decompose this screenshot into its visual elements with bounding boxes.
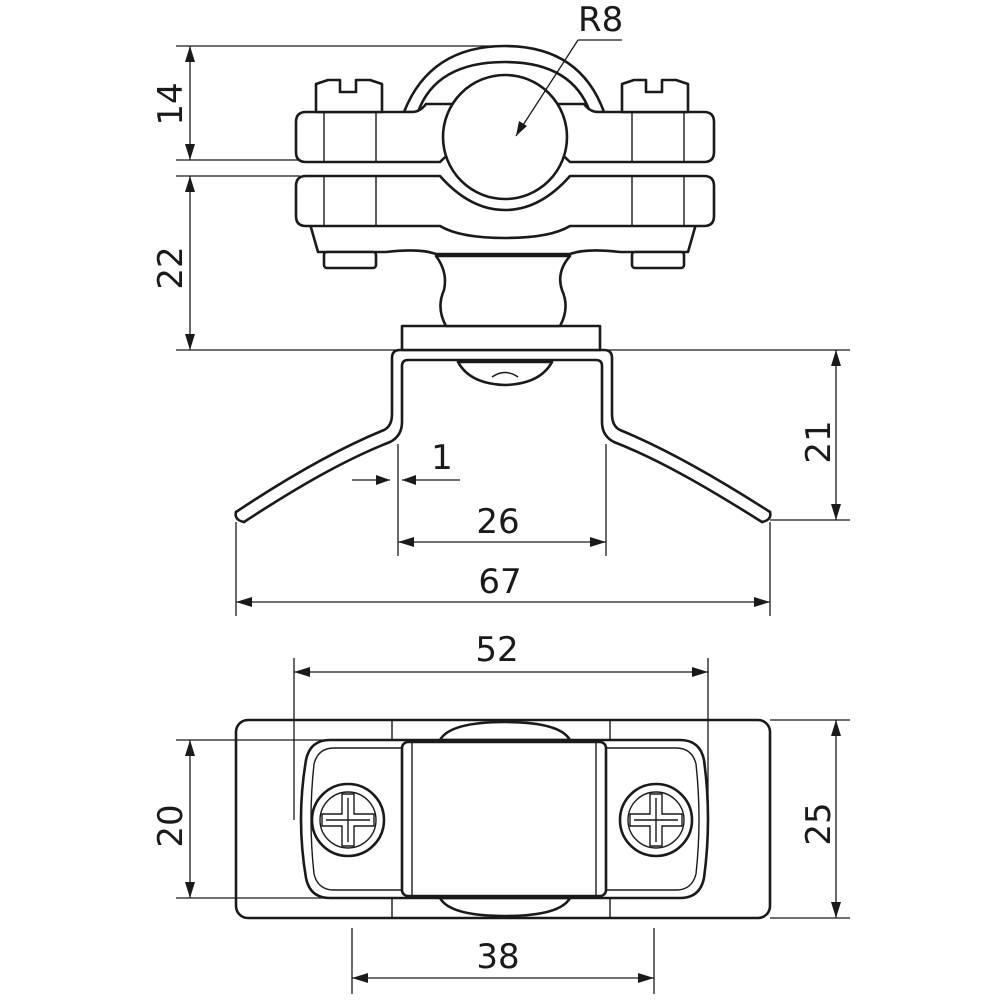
slot-length-label: 38 — [476, 937, 519, 977]
dimension-saddle-span: 67 — [235, 522, 771, 616]
dimension-base-width: 25 — [770, 719, 850, 919]
base-block — [400, 324, 602, 352]
clamp-height-label: 22 — [151, 246, 191, 289]
dimension-thickness: 1 — [352, 438, 460, 485]
saddle-height-label: 21 — [799, 420, 839, 463]
screw-right — [618, 782, 694, 858]
plate-width-label: 20 — [151, 804, 191, 847]
dimension-screw-spacing: 52 — [293, 630, 709, 820]
top-height-label: 14 — [151, 82, 191, 125]
round-neck-edge — [438, 720, 572, 742]
screw-spacing-label: 52 — [475, 630, 518, 670]
dimension-saddle-inner-width: 26 — [397, 444, 607, 556]
dimension-top-height: 14 — [151, 45, 505, 161]
center-slot — [400, 740, 608, 898]
span-label: 67 — [478, 562, 521, 602]
dimension-saddle-height: 21 — [604, 349, 850, 521]
plan-view — [234, 718, 772, 920]
dimension-r8: R8 — [515, 0, 623, 137]
saddle-clamp — [234, 348, 772, 524]
radius-label: R8 — [578, 0, 623, 40]
inner-width-label: 26 — [476, 502, 519, 542]
base-width-label: 25 — [799, 802, 839, 845]
screw-left — [310, 782, 386, 858]
thickness-label: 1 — [431, 438, 453, 478]
side-view — [234, 44, 772, 524]
conductor-hole — [441, 73, 569, 201]
dimension-slot-length: 38 — [351, 928, 655, 994]
dimension-clamp-height: 22 — [151, 175, 402, 351]
lower-clamp — [294, 174, 716, 270]
clamp-plate — [299, 738, 710, 900]
upper-clamp — [294, 44, 716, 164]
neck — [434, 254, 572, 328]
dimension-plate-width: 20 — [151, 739, 330, 899]
